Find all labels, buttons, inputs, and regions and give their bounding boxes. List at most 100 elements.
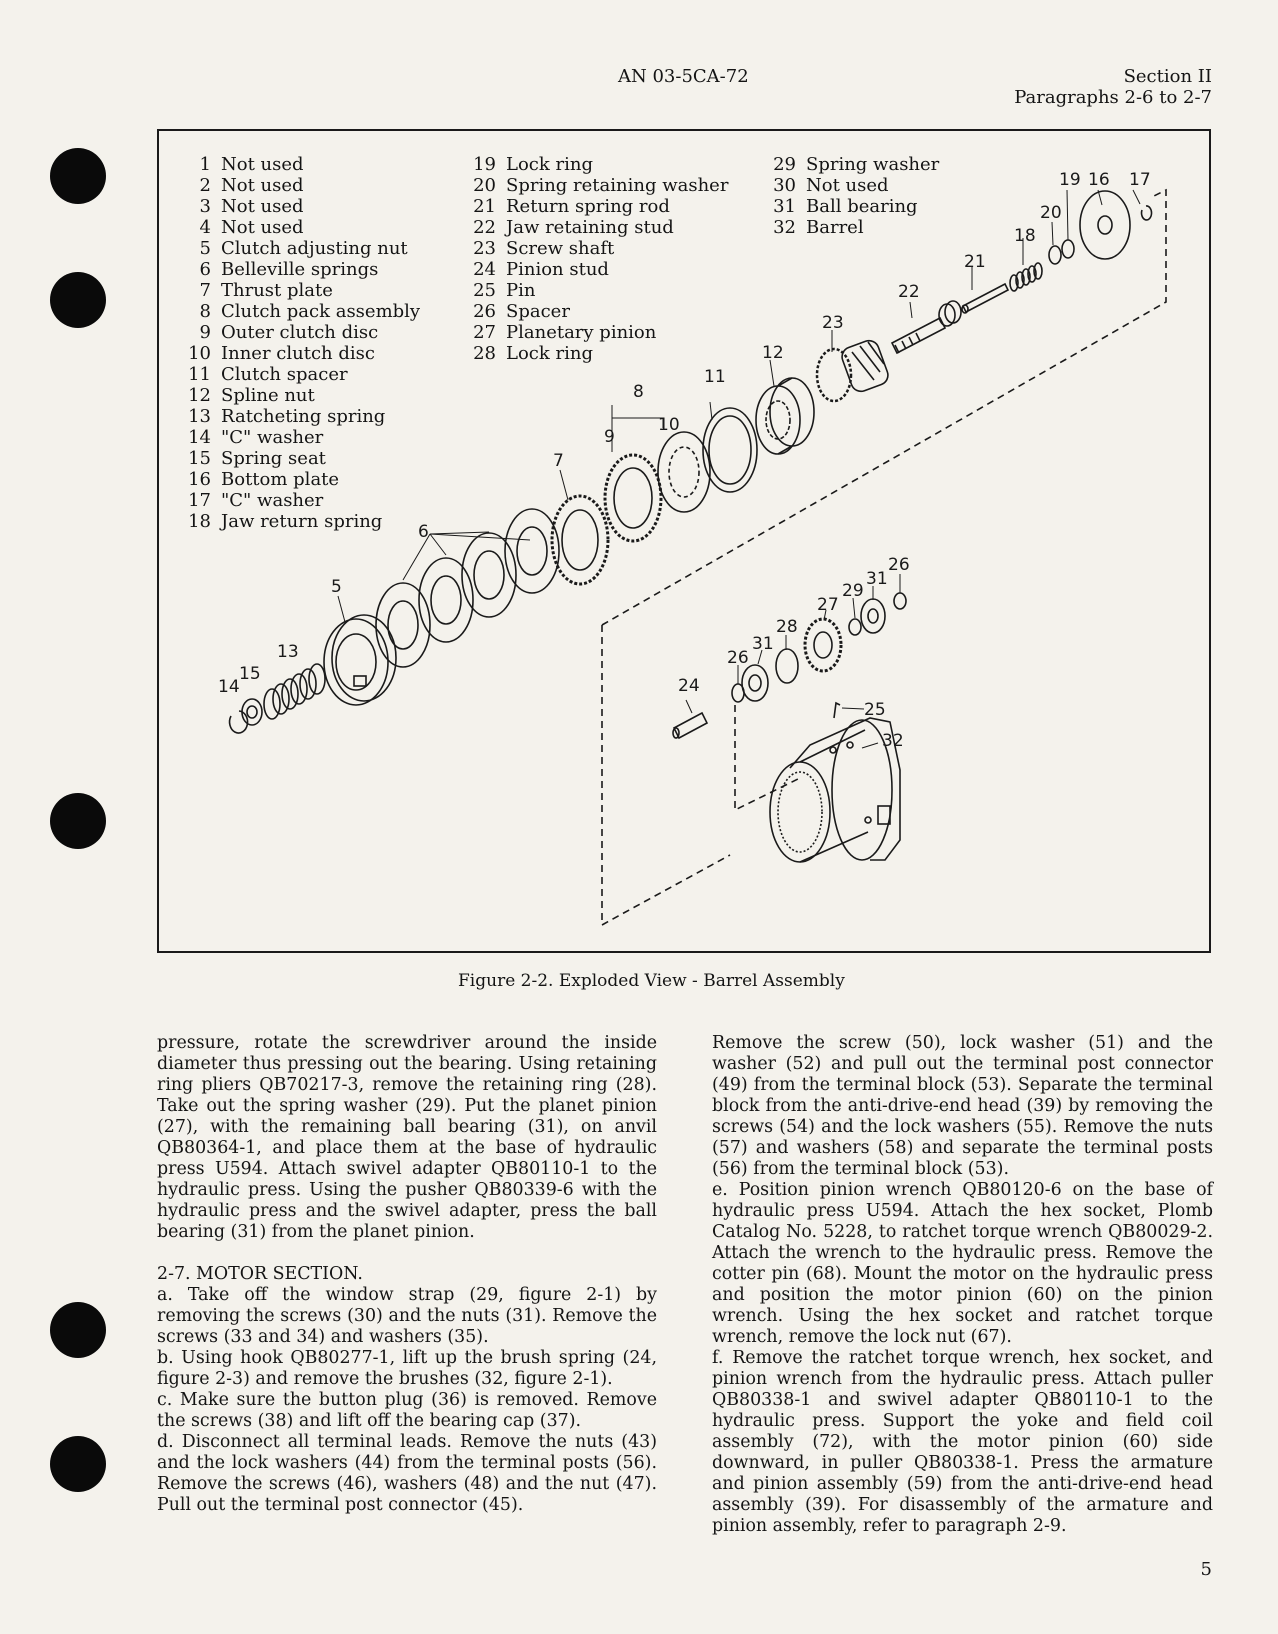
callout-21: 21: [964, 252, 986, 272]
c-washer-14: [228, 710, 249, 734]
callout-14: 14: [218, 677, 240, 697]
spring-washer-29: [848, 618, 862, 636]
exploded-view-drawing: 5 6 7 8 9 10 11 12 13 14 15 16 17 18 19 …: [218, 170, 1167, 927]
figure-caption: Figure 2-2. Exploded View - Barrel Assem…: [458, 971, 845, 991]
callout-26-upper: 26: [888, 555, 910, 575]
figure-frame: [157, 129, 1211, 953]
paragraphs-label: Paragraphs 2-6 to 2-7: [1014, 87, 1212, 108]
callout-16: 16: [1088, 170, 1110, 190]
callout-24: 24: [678, 676, 700, 696]
return-spring-rod-21: [961, 282, 1010, 314]
binder-hole-3: [50, 793, 106, 849]
binder-hole-2: [50, 272, 106, 328]
planetary-pinion-27: [803, 617, 843, 673]
c-washer-17: [1140, 205, 1153, 221]
jaw-return-spring-18: [1009, 262, 1043, 292]
callout-8: 8: [633, 382, 644, 402]
ball-bearing-31-upper: [860, 598, 886, 634]
lock-ring-19: [1061, 239, 1075, 259]
callout-31-lower: 31: [752, 634, 774, 654]
paragraph: e. Position pinion wrench QB80120-6 on t…: [712, 1180, 1213, 1347]
callout-18: 18: [1014, 226, 1036, 246]
callout-7: 7: [553, 451, 564, 471]
legend-item: 14"C" washer: [188, 427, 324, 448]
right-text-column: Remove the screw (50), lock washer (51) …: [712, 1033, 1213, 1537]
dashed-axis-line: [601, 188, 1167, 626]
barrel-32: [769, 717, 901, 863]
lock-ring-28: [775, 648, 799, 684]
pin-25: [833, 701, 841, 719]
callout-11: 11: [704, 367, 726, 387]
binder-hole-5: [50, 1436, 106, 1492]
callout-12: 12: [762, 343, 784, 363]
spring-retaining-washer-20: [1048, 245, 1062, 265]
spring-seat-15: [241, 698, 263, 726]
callout-13: 13: [277, 642, 299, 662]
callout-17: 17: [1129, 170, 1151, 190]
callout-25: 25: [864, 700, 886, 720]
paragraph: b. Using hook QB80277-1, lift up the bru…: [157, 1348, 657, 1389]
paragraph: pressure, rotate the screwdriver around …: [157, 1033, 657, 1242]
belleville-springs-6: [375, 508, 560, 668]
callout-10: 10: [658, 415, 680, 435]
callout-23: 23: [822, 313, 844, 333]
callout-32: 32: [882, 731, 904, 751]
callout-26-lower: 26: [727, 648, 749, 668]
outer-clutch-disc-9: [603, 453, 663, 543]
section-label: Section II: [1123, 66, 1212, 87]
callout-22: 22: [898, 282, 920, 302]
jaw-retaining-stud-22: [890, 300, 962, 355]
left-text-column: pressure, rotate the screwdriver around …: [157, 1033, 657, 1516]
legend-item: 17"C" washer: [188, 490, 324, 511]
page-number: 5: [1200, 1559, 1212, 1580]
section-heading: 2-7. MOTOR SECTION.: [157, 1264, 363, 1284]
paragraph: Remove the screw (50), lock washer (51) …: [712, 1033, 1213, 1179]
callout-19: 19: [1059, 170, 1081, 190]
ball-bearing-31-lower: [741, 664, 769, 702]
bottom-plate-16: [1079, 190, 1131, 260]
binder-hole-4: [50, 1302, 106, 1358]
callout-27: 27: [817, 595, 839, 615]
paragraph: c. Make sure the button plug (36) is rem…: [157, 1390, 657, 1431]
dashed-axis-line: [734, 705, 801, 812]
callout-6: 6: [418, 522, 429, 542]
dashed-axis-line: [601, 625, 731, 927]
clutch-adjusting-nut-5: [323, 614, 397, 706]
thrust-plate-7: [550, 494, 610, 586]
callout-9: 9: [604, 427, 615, 447]
callout-15: 15: [239, 664, 261, 684]
paragraph: f. Remove the ratchet torque wrench, hex…: [712, 1348, 1213, 1536]
spacer-26-upper: [893, 592, 907, 610]
callout-29: 29: [842, 581, 864, 601]
paragraph: a. Take off the window strap (29, figure…: [157, 1285, 657, 1347]
doc-number: AN 03-5CA-72: [618, 66, 749, 87]
